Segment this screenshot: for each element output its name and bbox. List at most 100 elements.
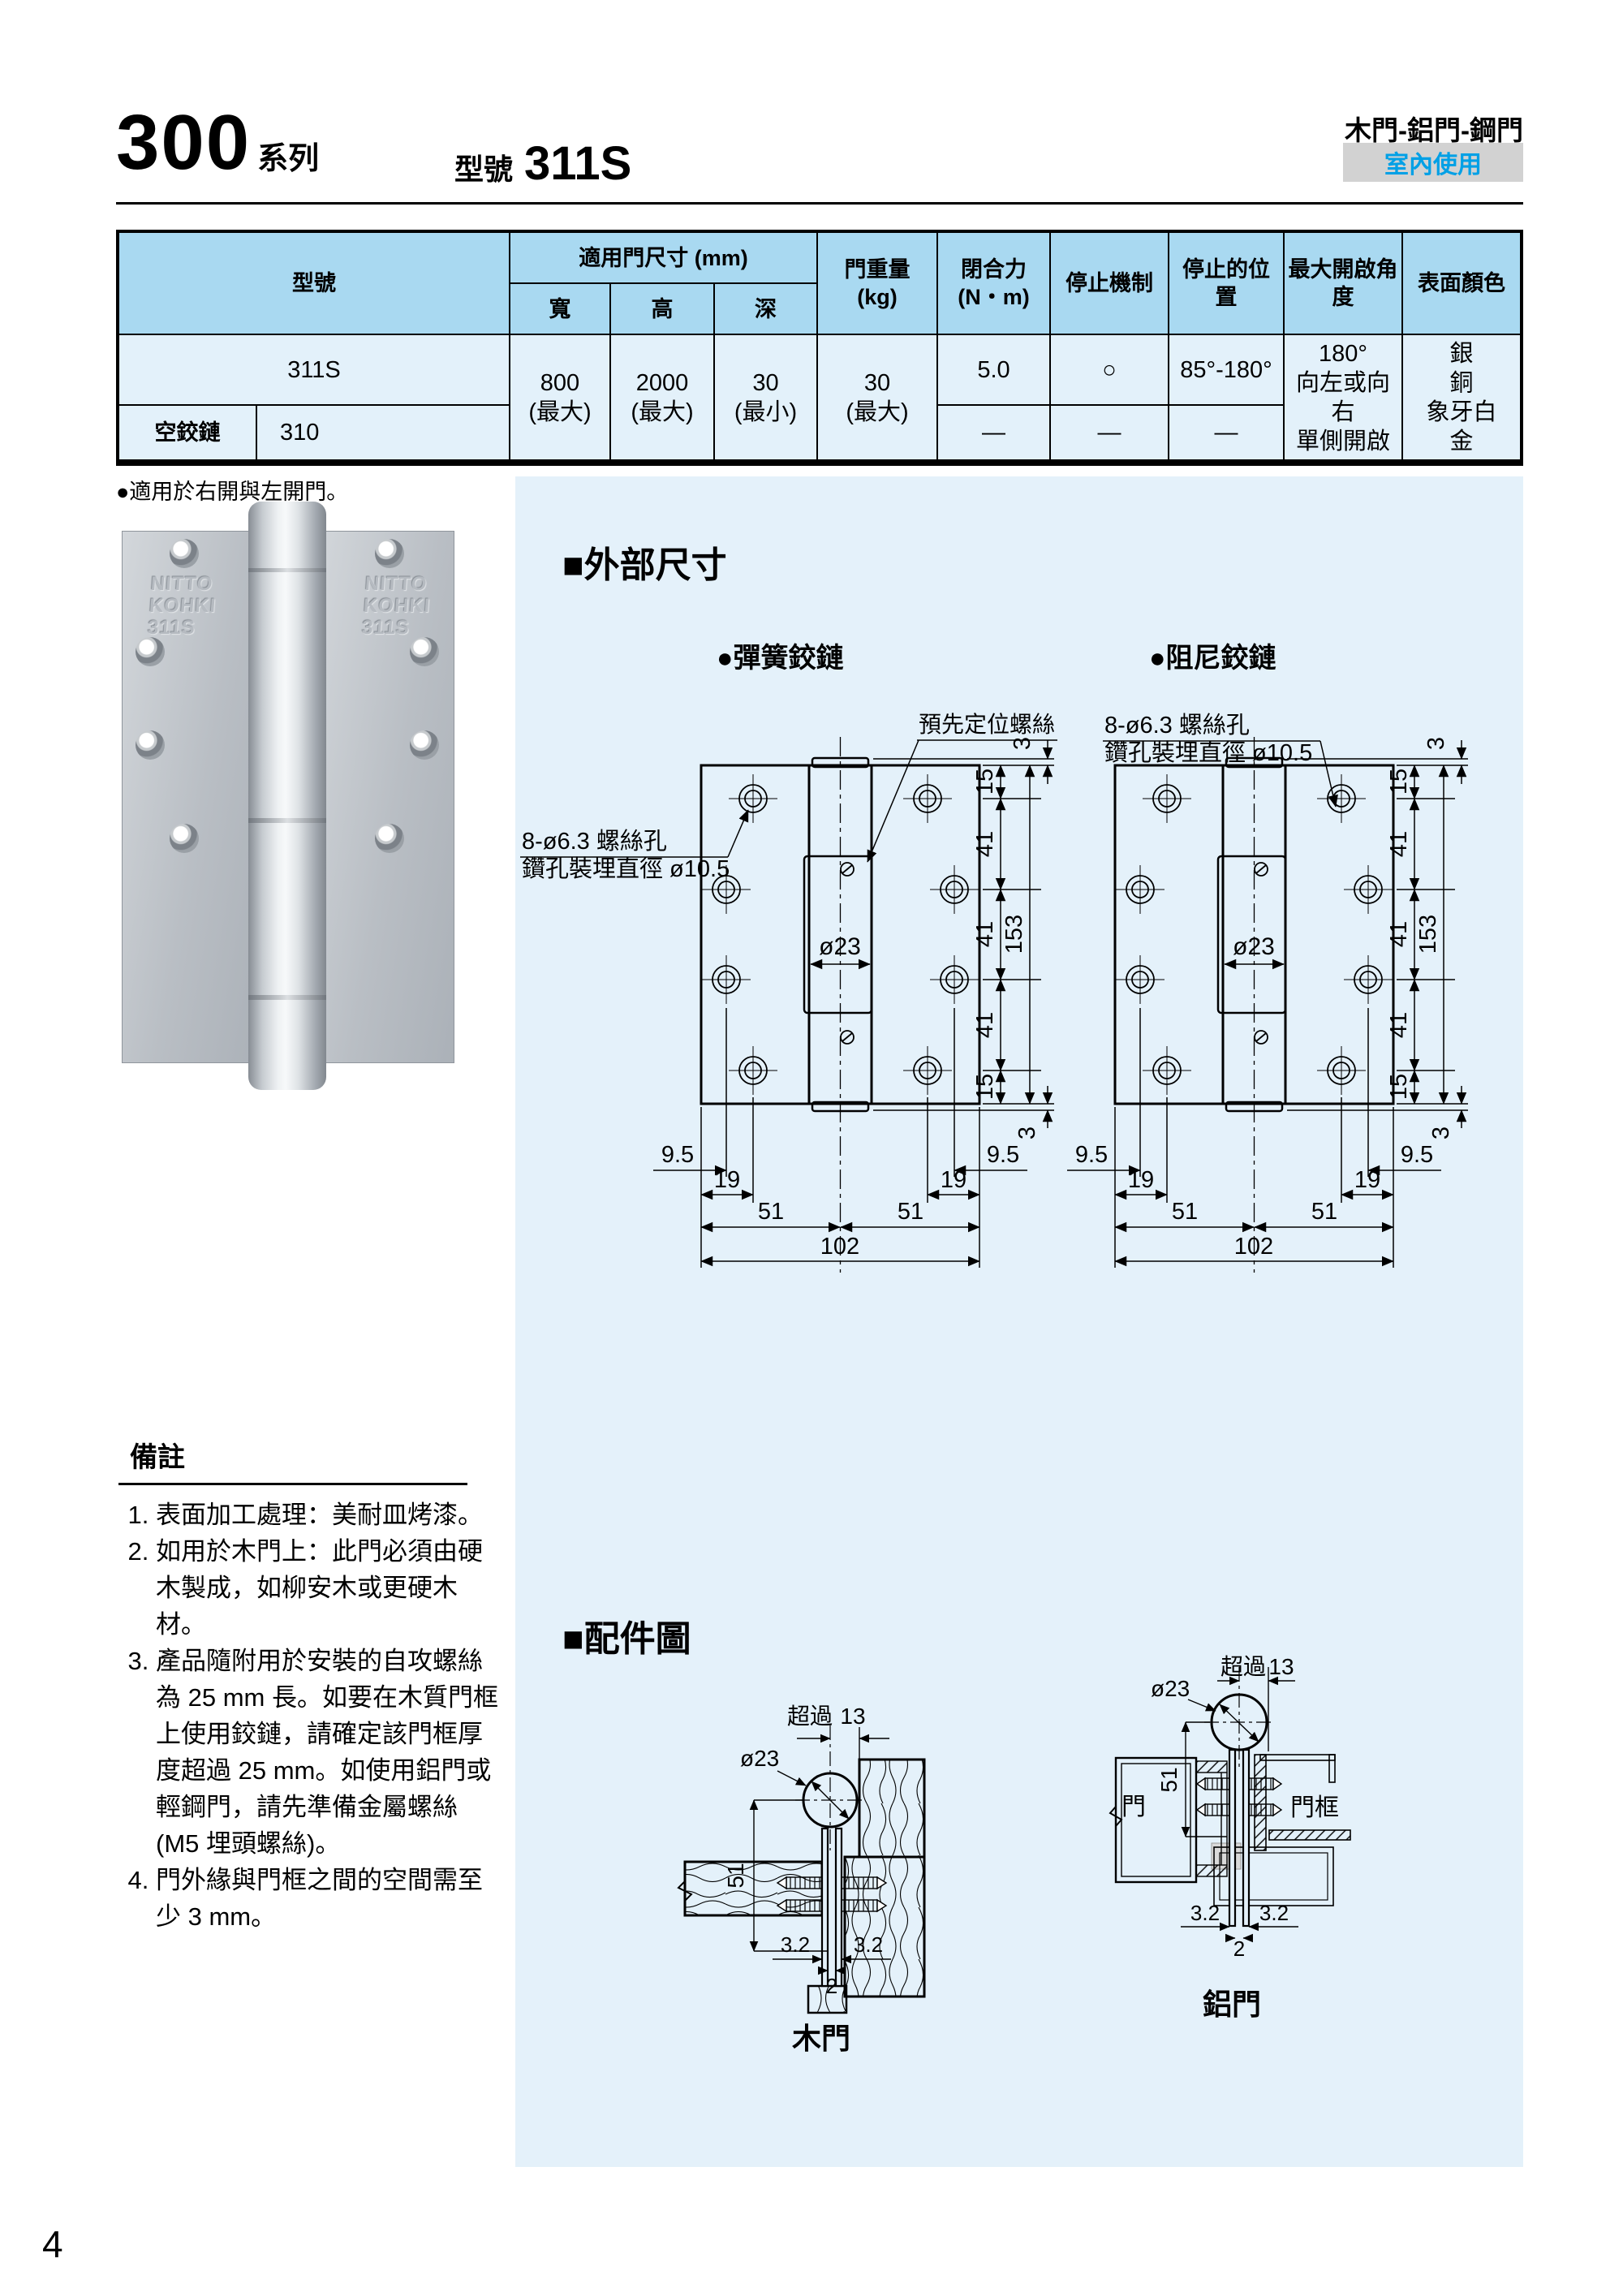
series-heading: 300 系列 <box>116 104 319 182</box>
col-depth: 深 <box>713 282 818 335</box>
dim-19: 19 <box>1128 1167 1154 1193</box>
brand-line: KOHKI <box>363 595 432 617</box>
screw-hole <box>410 637 439 666</box>
model-label: 型號 <box>454 153 514 186</box>
barrel-ring <box>248 818 326 823</box>
note-item-2: 如用於木門上：此門必須由硬木製成，如柳安木或更硬木材。 <box>156 1533 500 1643</box>
col-width: 寬 <box>509 282 611 335</box>
model-heading: 型號 311S <box>454 136 631 191</box>
preset-screw-label: 預先定位螺絲 <box>919 712 1055 737</box>
note-item-1: 表面加工處理：美耐皿烤漆。 <box>156 1497 500 1533</box>
dim-15: 15 <box>1386 769 1412 795</box>
dim-51: 51 <box>758 1199 784 1225</box>
surface-l2: 銅 <box>1449 369 1474 396</box>
col-door-weight-l1: 門重量 <box>844 257 911 282</box>
dim-51: 51 <box>898 1199 923 1225</box>
brand-line: NITTO <box>364 573 428 595</box>
surface-l3: 象牙白 <box>1426 398 1497 425</box>
col-surface-color: 表面顏色 <box>1401 230 1522 335</box>
door-label: 門 <box>1121 1794 1146 1820</box>
width-value: 800 (最大) <box>509 334 611 463</box>
dim-41: 41 <box>972 921 998 947</box>
notes-section: 備註 表面加工處理：美耐皿烤漆。 如用於木門上：此門必須由硬木製成，如柳安木或更… <box>118 1435 500 1935</box>
screw-hole <box>375 539 404 568</box>
dim-153: 153 <box>1001 915 1027 954</box>
dim-9-5: 9.5 <box>1075 1142 1108 1168</box>
depth-value-l1: 30 <box>752 369 779 396</box>
width-value-l1: 800 <box>540 369 580 396</box>
dim-9-5: 9.5 <box>1401 1142 1433 1168</box>
dim-41: 41 <box>1386 1012 1412 1038</box>
surface-color-value: 銀 銅 象牙白 金 <box>1401 334 1522 463</box>
indoor-use-badge: 室內使用 <box>1343 143 1523 182</box>
screw-hole <box>170 539 199 568</box>
depth-value: 30 (最小) <box>713 334 818 463</box>
series-suffix: 系列 <box>257 142 320 176</box>
product-photo: NITTO KOHKI 311S NITTO KOHKI 311S <box>122 502 454 1090</box>
screw-hole <box>410 730 439 760</box>
barrel-ring <box>248 995 326 1000</box>
col-door-weight: 門重量 (kg) <box>816 230 938 335</box>
alu-door-install-drawing: 超過 13 ø23 51 門 門框 3.2 3.2 2 鋁門 <box>1109 1654 1351 2021</box>
dim-19: 19 <box>1354 1167 1380 1193</box>
dim-dia23: ø23 <box>1151 1676 1190 1701</box>
dim-9-5: 9.5 <box>661 1142 694 1168</box>
accessories-title: ■配件圖 <box>562 1619 691 1659</box>
dim-102: 102 <box>820 1234 859 1260</box>
width-value-l2: (最大) <box>528 398 592 425</box>
stop-position-310: — <box>1168 404 1285 463</box>
screw-hole <box>170 824 199 853</box>
max-angle-l2: 向左或向右 <box>1295 369 1390 425</box>
model-310: 310 <box>256 404 510 463</box>
dim-dia23: ø23 <box>1233 933 1275 960</box>
dim-2: 2 <box>1233 1936 1245 1961</box>
height-value-l1: 2000 <box>635 369 689 396</box>
depth-value-l2: (最小) <box>734 398 798 425</box>
screw-hole <box>136 730 165 760</box>
brand-emboss-left: NITTO KOHKI 311S <box>147 573 218 639</box>
dim-41: 41 <box>1386 921 1412 947</box>
closing-force-310: — <box>936 404 1051 463</box>
height-value: 2000 (最大) <box>609 334 715 463</box>
dim-41: 41 <box>972 831 998 857</box>
dim-13: 13 <box>1268 1654 1294 1679</box>
spring-hinge-drawing: 預先定位螺絲 8-ø6.3 螺絲孔 鑽孔裝埋直徑 ø10.5 ø23 15 41… <box>520 712 1057 1273</box>
spring-hinge-label: ●彈簧鉸鏈 <box>717 643 844 674</box>
dim-19: 19 <box>941 1167 966 1193</box>
dim-9-5: 9.5 <box>987 1142 1019 1168</box>
dim-3: 3 <box>1423 737 1449 750</box>
wood-door-install-drawing: 超過 13 ø23 51 3.2 3.2 2 木門 <box>677 1704 926 2055</box>
dim-51: 51 <box>1156 1767 1182 1792</box>
dim-3: 3 <box>1014 1126 1040 1139</box>
model-311s: 311S <box>117 334 510 406</box>
dim-15: 15 <box>972 769 998 795</box>
photo-right-leaf <box>315 531 454 1063</box>
diagram-panel <box>515 476 1523 2167</box>
col-model: 型號 <box>117 230 510 335</box>
preset-screw-symbol <box>840 862 855 1045</box>
dim-over: 超過 <box>787 1704 833 1729</box>
table-header-row-1: 型號 適用門尺寸 (mm) 門重量 (kg) 閉合力 (N・m) 停止機制 停止… <box>117 230 1522 335</box>
dim-41: 41 <box>972 1012 998 1038</box>
col-stop-mechanism: 停止機制 <box>1049 230 1169 335</box>
stop-position-311s: 85°-180° <box>1168 334 1285 406</box>
note-item-4: 門外緣與門框之間的空間需至少 3 mm。 <box>156 1862 500 1935</box>
dim-3: 3 <box>1010 737 1035 750</box>
screw-hole <box>375 824 404 853</box>
brand-line: 311S <box>147 617 196 639</box>
dim-15: 15 <box>1386 1074 1412 1100</box>
damper-hinge-drawing: 8-ø6.3 螺絲孔 鑽孔裝埋直徑 ø10.5 ø23 15 41 41 41 … <box>1067 712 1468 1273</box>
dim-over: 超過 <box>1220 1654 1266 1679</box>
dim-51: 51 <box>1172 1199 1198 1225</box>
dim-51: 51 <box>723 1863 748 1888</box>
col-height: 高 <box>609 282 715 335</box>
surface-l4: 金 <box>1449 428 1474 454</box>
dim-13: 13 <box>840 1704 865 1729</box>
drawing-hole <box>702 865 751 914</box>
screw-note-2: 鑽孔裝埋直徑 ø10.5 <box>522 855 730 882</box>
dim-3-2: 3.2 <box>781 1932 810 1957</box>
dim-3-2: 3.2 <box>854 1932 883 1957</box>
dim-dia23: ø23 <box>819 933 861 960</box>
outer-dims-title: ■外部尺寸 <box>562 545 727 585</box>
barrel-ring <box>248 568 326 572</box>
